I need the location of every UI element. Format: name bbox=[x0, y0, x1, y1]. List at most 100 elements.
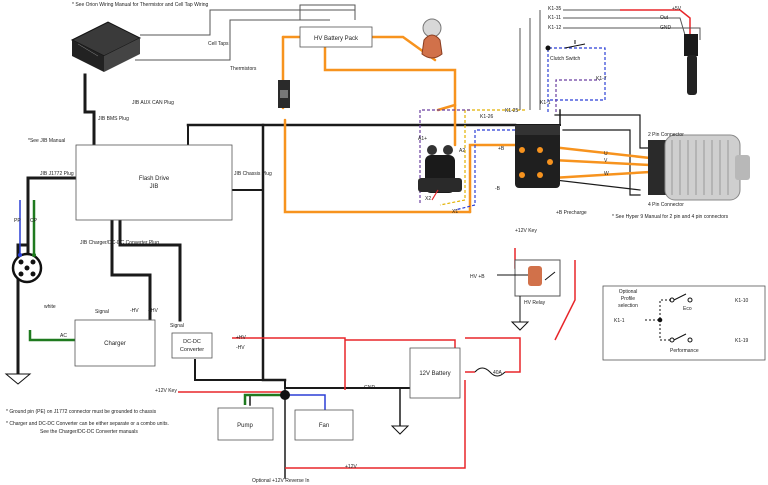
diagram-label: K1-7 bbox=[596, 76, 607, 82]
diagram-label: Signal bbox=[95, 309, 109, 315]
diagram-labels: * See Orion Wiring Manual for Thermistor… bbox=[6, 2, 749, 484]
profile-selection-box: Optional Profile selection bbox=[602, 285, 766, 361]
diagram-label: X1 bbox=[452, 209, 458, 215]
diagram-label: K1-26 bbox=[480, 114, 494, 120]
diagram-label: Charger bbox=[104, 341, 126, 347]
diagram-label: Flash Drive bbox=[139, 176, 170, 182]
note-ground-pin: * Ground pin (PE) on J1772 connector mus… bbox=[6, 409, 157, 415]
diagram-label: Profile bbox=[621, 296, 635, 302]
note-charger-1: * Charger and DC-DC Converter can be eit… bbox=[6, 421, 169, 427]
ground-symbol-icon bbox=[4, 296, 530, 435]
note-hyper9: * See Hyper 9 Manual for 2 pin and 4 pin… bbox=[612, 214, 729, 220]
hv-battery-pack-box: HV Battery Pack bbox=[299, 26, 373, 48]
dcdc-converter-box: DC-DC Converter bbox=[171, 332, 213, 359]
diagram-label: -HV bbox=[130, 308, 139, 314]
diagram-label: K1-12 bbox=[548, 25, 562, 31]
motor-controller-icon bbox=[515, 125, 560, 188]
diagram-label: JIB J1772 Plug bbox=[40, 171, 74, 177]
diagram-label: +B Precharge bbox=[556, 210, 587, 216]
diagram-label: +B bbox=[498, 146, 505, 152]
diagram-label: K1-1 bbox=[614, 318, 625, 324]
diagram-label: AC bbox=[60, 333, 67, 339]
diagram-label: Fan bbox=[319, 423, 329, 429]
diagram-label: GND bbox=[660, 25, 672, 31]
diagram-label: K1-10 bbox=[735, 298, 749, 304]
note-orion: * See Orion Wiring Manual for Thermistor… bbox=[72, 2, 208, 8]
fan-box: Fan bbox=[294, 409, 354, 441]
hv-relay-icon bbox=[497, 259, 561, 297]
diagram-label: Converter bbox=[180, 347, 204, 353]
diagram-label: PP bbox=[14, 218, 21, 224]
diagram-label: Optional +12V Reverse In bbox=[252, 478, 310, 484]
diagram-label: Clutch Switch bbox=[550, 56, 581, 62]
diagram-label: 2 Pin Connector bbox=[648, 132, 684, 138]
diagram-label: W bbox=[604, 171, 609, 177]
diagram-label: GND bbox=[364, 385, 376, 391]
twelve-volt-battery-box: 12V Battery bbox=[409, 347, 461, 399]
diagram-label: +12V Key bbox=[155, 388, 177, 394]
fuse-holder-icon bbox=[278, 80, 290, 108]
note-jib: *See JIB Manual bbox=[28, 138, 65, 144]
main-contactor-icon bbox=[418, 145, 462, 201]
note-charger-2: See the Charger/DC-DC Converter manuals bbox=[40, 429, 138, 435]
diagram-label: U bbox=[604, 151, 608, 157]
diagram-label: A2 bbox=[459, 148, 465, 154]
diagram-label: Performance bbox=[670, 348, 699, 354]
pedal-signal-wires bbox=[135, 4, 701, 110]
diagram-label: JIB Chassis Plug bbox=[234, 171, 272, 177]
diagram-label: CP bbox=[30, 218, 38, 224]
clutch-switch-icon bbox=[545, 40, 586, 51]
diagram-label: DC-DC bbox=[183, 339, 201, 345]
diagram-label: Signal bbox=[170, 323, 184, 329]
diagram-label: 12V Battery bbox=[419, 371, 450, 377]
throttle-pedal-icon bbox=[684, 34, 698, 95]
diagram-label: -HV bbox=[236, 345, 245, 351]
electric-motor-icon bbox=[648, 134, 750, 201]
diagram-label: V bbox=[604, 158, 608, 164]
diagram-label: white bbox=[44, 304, 56, 310]
signal-wires-dashed bbox=[419, 47, 730, 341]
diagram-label: -B bbox=[495, 186, 501, 192]
pump-box: Pump bbox=[217, 407, 274, 441]
diagram-label: HV Battery Pack bbox=[314, 36, 359, 42]
diagram-label: 40A bbox=[493, 370, 503, 376]
diagram-label: +HV bbox=[148, 308, 159, 314]
diagram-label: K1-35 bbox=[548, 6, 562, 12]
diagram-label: +12V Key bbox=[515, 228, 537, 234]
twelve-volt-wires bbox=[178, 9, 691, 469]
j1772-connector-icon bbox=[11, 252, 43, 284]
jib-box: Flash Drive JIB bbox=[75, 144, 233, 221]
diagram-label: A1+ bbox=[418, 136, 427, 142]
diagram-label: JIB AUX CAN Plug bbox=[132, 100, 174, 106]
diagram-label: K1-19 bbox=[735, 338, 749, 344]
charger-box: Charger bbox=[74, 319, 156, 367]
diagram-label: HV Relay bbox=[524, 300, 546, 306]
diagram-label: K1-11 bbox=[548, 15, 561, 21]
splice-junction-icon bbox=[280, 390, 290, 400]
diagram-label: Thermistors bbox=[230, 66, 257, 72]
diagram-label: Out bbox=[660, 15, 669, 21]
diagram-label: K1-25 bbox=[505, 108, 519, 114]
fuse-40a-icon bbox=[474, 367, 506, 377]
diagram-label: +HV bbox=[236, 335, 247, 341]
ground-wires bbox=[16, 73, 649, 479]
diagram-label: Pump bbox=[237, 423, 253, 429]
performance-switch-icon bbox=[645, 299, 693, 343]
diagram-label: X2 bbox=[425, 196, 431, 202]
bms-module-icon bbox=[70, 21, 142, 72]
signal-wires-blue bbox=[19, 200, 326, 410]
diagram-label: 4 Pin Connector bbox=[648, 202, 684, 208]
diagram-label: Optional bbox=[619, 289, 638, 295]
diagram-label: +5V bbox=[672, 6, 682, 12]
ac-wires bbox=[28, 200, 285, 405]
hv-fuse-icon bbox=[421, 18, 443, 59]
diagram-label: Eco bbox=[683, 306, 692, 312]
diagram-label: Cell Taps bbox=[208, 41, 229, 47]
diagram-label: +12V bbox=[345, 464, 357, 470]
diagram-label: JIB Charger/DC-DC Converter Plug bbox=[80, 240, 159, 246]
diagram-label: K1-1 bbox=[540, 100, 551, 106]
diagram-label: JIB BMS Plug bbox=[98, 116, 129, 122]
diagram-label: selection bbox=[618, 303, 638, 309]
